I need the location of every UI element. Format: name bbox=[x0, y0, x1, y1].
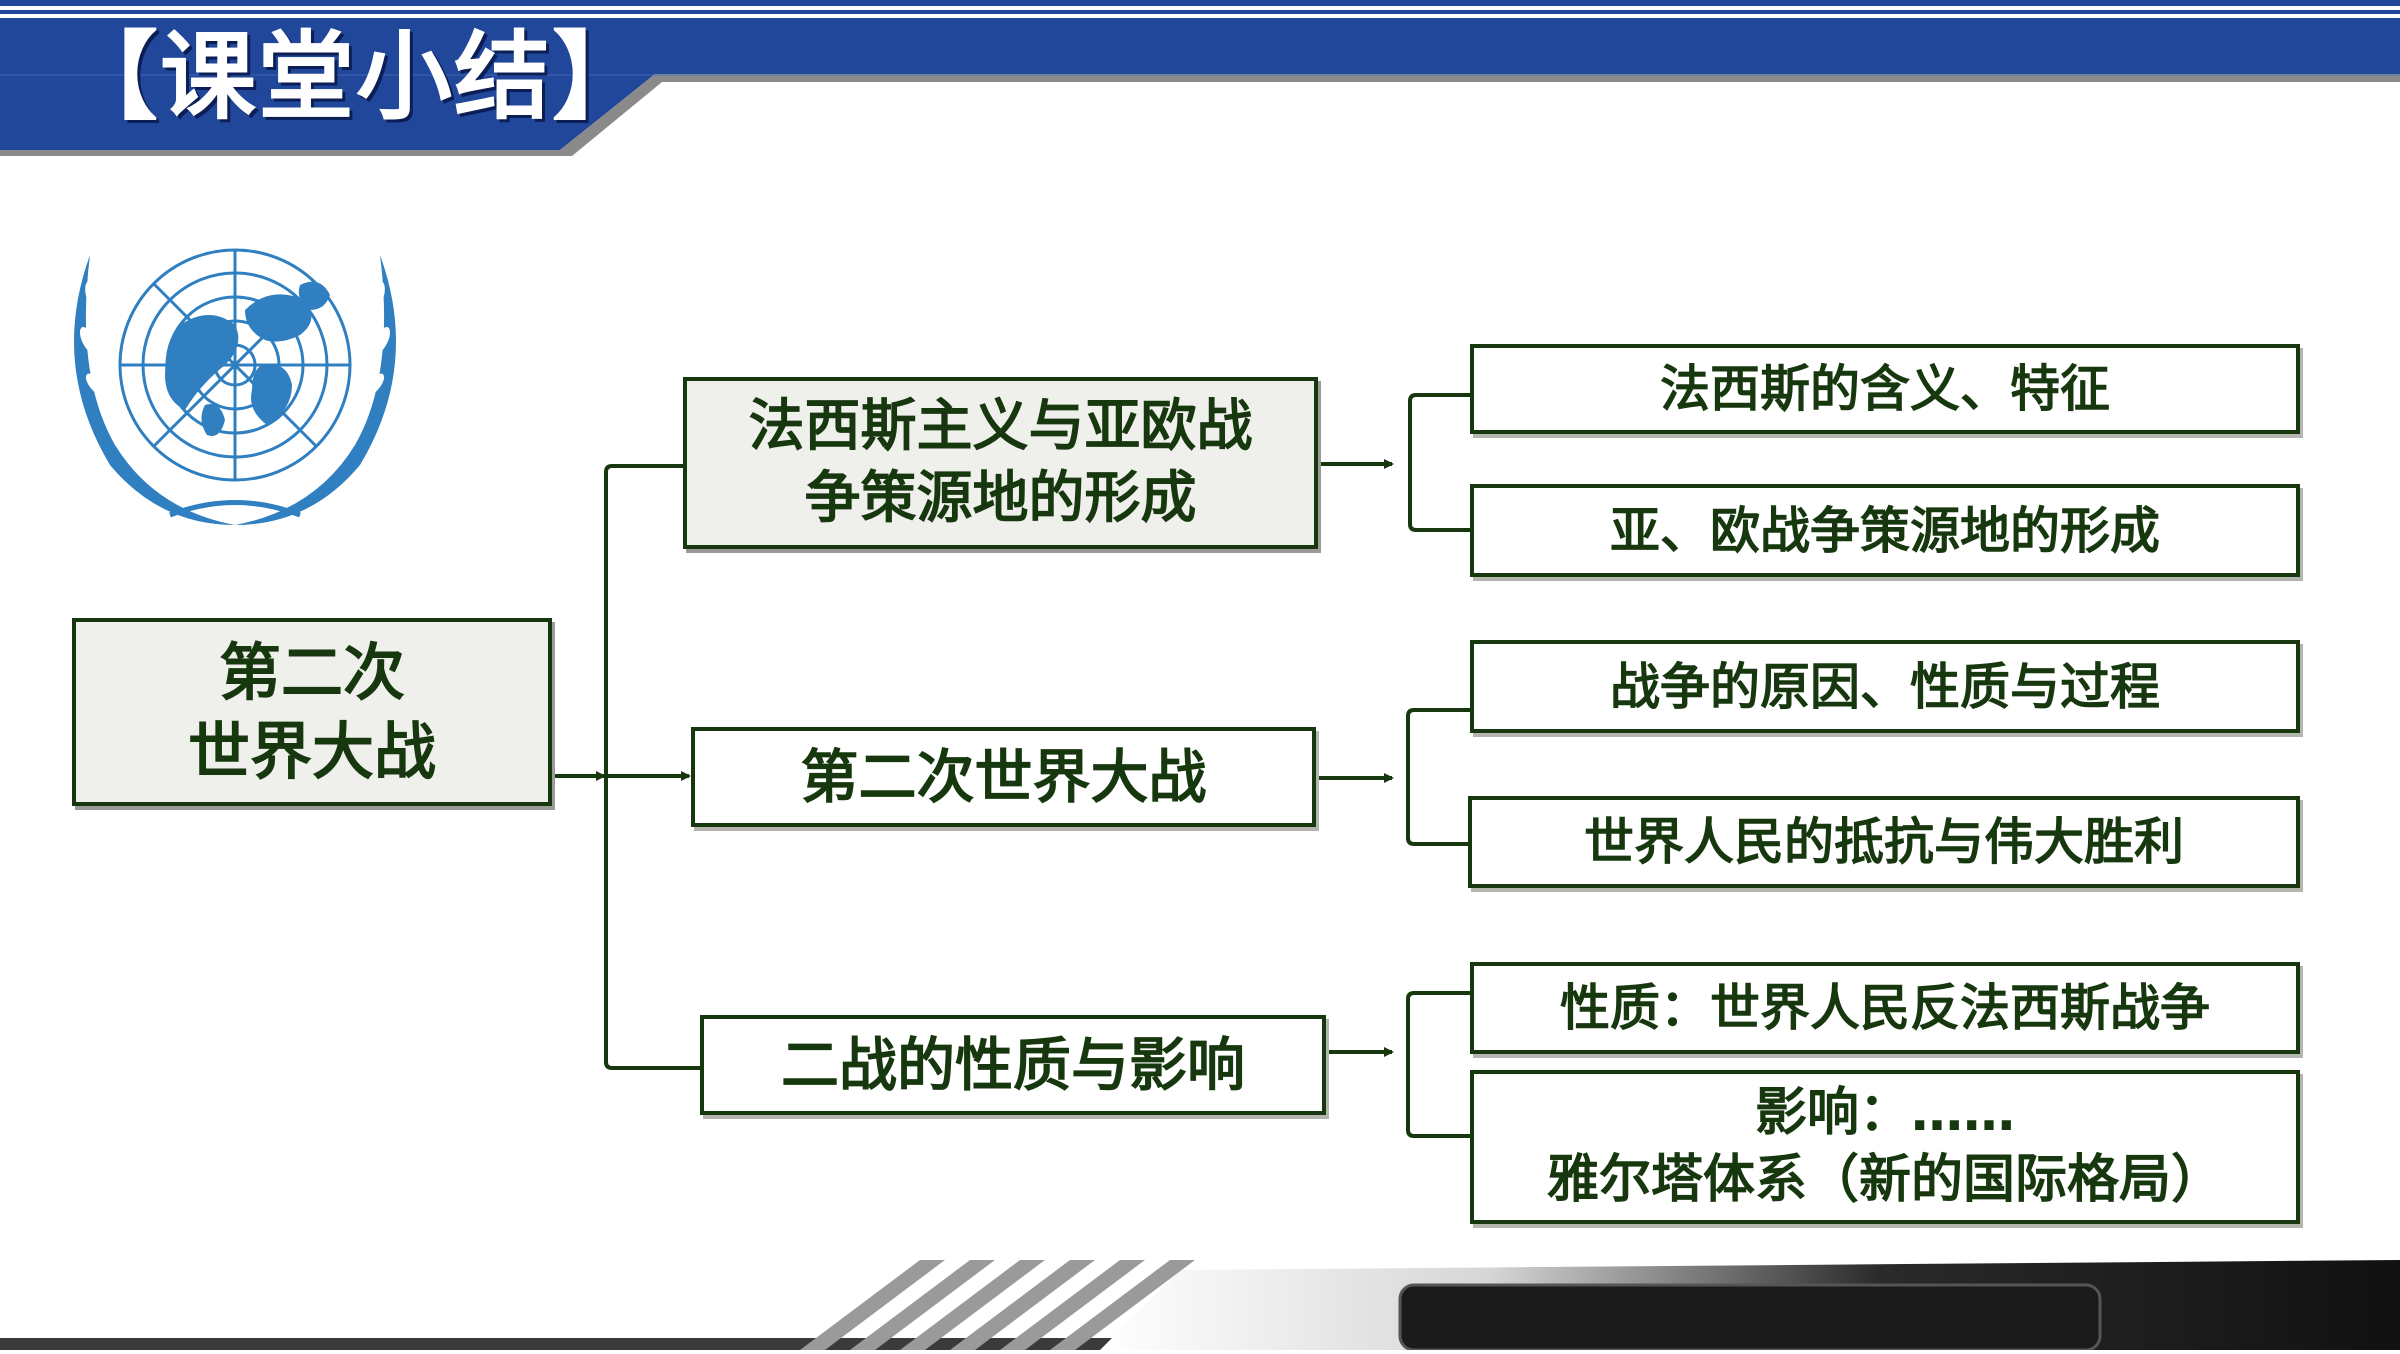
root-node-line2: 世界大战 bbox=[187, 715, 436, 788]
leaf-node-label: 亚、欧战争策源地的形成 bbox=[1610, 501, 2160, 560]
branch-node-ww2-label: 第二次世界大战 bbox=[800, 742, 1207, 811]
branch-node-nature-impact: 二战的性质与影响 bbox=[700, 1015, 1326, 1115]
branch-node-nature-impact-label: 二战的性质与影响 bbox=[780, 1030, 1245, 1099]
branch-node-fascism: 法西斯主义与亚欧战 争策源地的形成 bbox=[683, 377, 1318, 549]
leaf-node-label: 战争的原因、性质与过程 bbox=[1610, 657, 2160, 716]
leaf-node: 世界人民的抵抗与伟大胜利 bbox=[1468, 796, 2300, 888]
leaf-node-label: 性质：世界人民反法西斯战争 bbox=[1560, 979, 2210, 1037]
branch-node-fascism-line1: 法西斯主义与亚欧战 bbox=[748, 394, 1253, 460]
header-banner-shape bbox=[0, 0, 2400, 156]
leaf-node-impact-line1: 影响：…… bbox=[1754, 1083, 2015, 1144]
leaf-node-label: 法西斯的含义、特征 bbox=[1660, 360, 2110, 418]
footer-decoration bbox=[0, 1260, 2400, 1352]
leaf-node: 法西斯的含义、特征 bbox=[1470, 344, 2300, 434]
branch-node-ww2: 第二次世界大战 bbox=[691, 727, 1316, 827]
leaf-node: 性质：世界人民反法西斯战争 bbox=[1470, 962, 2300, 1054]
slide-title: 【课堂小结】 bbox=[62, 21, 650, 133]
branch-node-fascism-line2: 争策源地的形成 bbox=[804, 466, 1197, 531]
leaf-node-impact-line2: 雅尔塔体系（新的国际格局） bbox=[1546, 1150, 2223, 1210]
un-emblem-icon bbox=[30, 215, 440, 535]
leaf-node-label: 世界人民的抵抗与伟大胜利 bbox=[1584, 813, 2184, 871]
leaf-node: 亚、欧战争策源地的形成 bbox=[1470, 484, 2300, 577]
header-banner: 【课堂小结】 bbox=[0, 0, 2400, 160]
leaf-node: 战争的原因、性质与过程 bbox=[1470, 640, 2300, 733]
leaf-node-impact: 影响：…… 雅尔塔体系（新的国际格局） bbox=[1470, 1070, 2300, 1224]
root-node: 第二次 世界大战 bbox=[72, 618, 552, 806]
root-node-line1: 第二次 bbox=[218, 635, 405, 709]
